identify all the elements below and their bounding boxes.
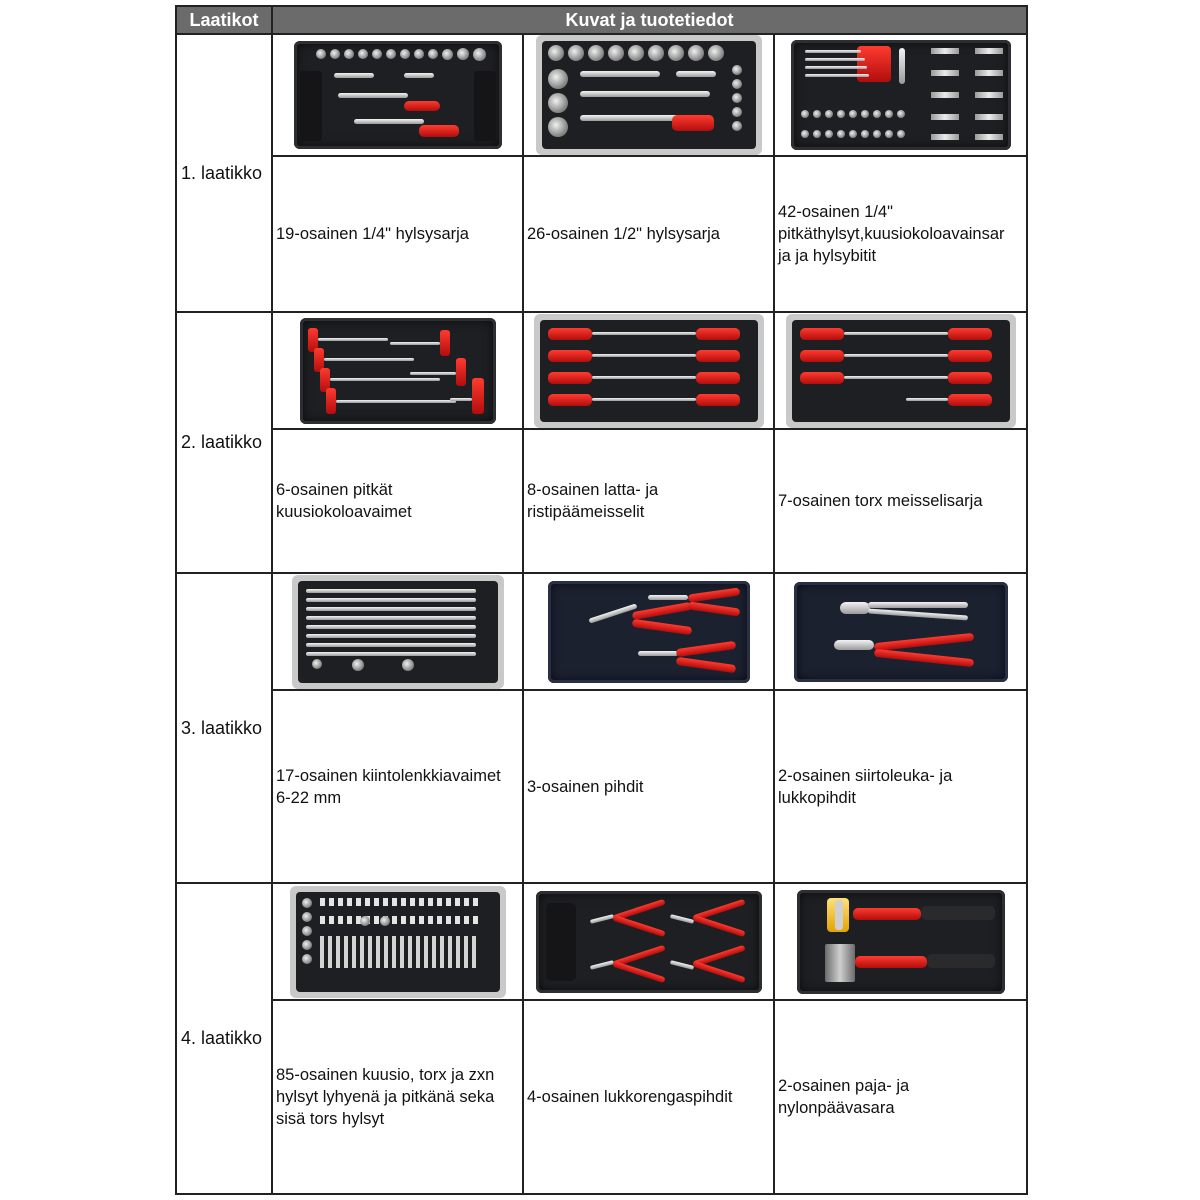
product-table: Laatikot Kuvat ja tuotetiedot 1. laatikk… bbox=[175, 5, 1028, 1195]
product-description: 4-osainen lukkorengaspihdit bbox=[522, 999, 775, 1195]
drawer-2-image-row: 2. laatikko bbox=[175, 311, 1028, 574]
product-image bbox=[522, 882, 775, 1001]
drawer-label: 4. laatikko bbox=[175, 882, 273, 1195]
drawer-label: 1. laatikko bbox=[175, 33, 273, 313]
table-header-row: Laatikot Kuvat ja tuotetiedot bbox=[175, 5, 1028, 35]
product-image bbox=[773, 311, 1028, 430]
product-description: 26-osainen 1/2" hylsysarja bbox=[522, 155, 775, 313]
drawer-1-text-row: 19-osainen 1/4" hylsysarja 26-osainen 1/… bbox=[176, 155, 1028, 313]
product-image bbox=[271, 882, 524, 1001]
locking-pliers-tray-icon bbox=[793, 581, 1008, 682]
drawer-4-image-row: 4. laatikko bbox=[175, 882, 1028, 1195]
screwdriver-tray-icon bbox=[533, 313, 764, 428]
combination-wrench-tray-icon bbox=[291, 574, 504, 689]
circlip-pliers-tray-icon bbox=[535, 890, 762, 993]
t-handle-hex-key-tray-icon bbox=[299, 317, 496, 424]
product-image bbox=[271, 33, 524, 157]
drawer-1-image-row: 1. laatikko bbox=[175, 33, 1028, 313]
pliers-tray-icon bbox=[547, 580, 750, 683]
torx-screwdriver-tray-icon bbox=[785, 313, 1016, 428]
header-images-info: Kuvat ja tuotetiedot bbox=[271, 5, 1028, 35]
drawer-label: 2. laatikko bbox=[175, 311, 273, 574]
hammer-tray-icon bbox=[796, 889, 1005, 994]
product-description: 7-osainen torx meisselisarja bbox=[773, 428, 1028, 574]
product-description: 3-osainen pihdit bbox=[522, 689, 775, 884]
socket-set-1-2-tray-icon bbox=[535, 35, 762, 155]
drawer-label: 3. laatikko bbox=[175, 572, 273, 884]
product-image bbox=[522, 311, 775, 430]
product-description: 42-osainen 1/4"pitkäthylsyt,kuusiokoloav… bbox=[773, 155, 1028, 313]
product-image bbox=[271, 311, 524, 430]
drawer-3-image-row: 3. laatikko bbox=[175, 572, 1028, 884]
socket-set-1-4-tray-icon bbox=[293, 41, 502, 149]
header-drawers: Laatikot bbox=[175, 5, 273, 35]
product-image bbox=[773, 572, 1028, 691]
product-description: 19-osainen 1/4" hylsysarja bbox=[271, 155, 524, 313]
product-image bbox=[773, 33, 1028, 157]
product-image bbox=[522, 572, 775, 691]
bit-socket-tray-icon bbox=[289, 885, 506, 998]
hex-key-bit-tray-icon bbox=[790, 40, 1011, 150]
product-image bbox=[271, 572, 524, 691]
product-image bbox=[773, 882, 1028, 1001]
product-image bbox=[522, 33, 775, 157]
